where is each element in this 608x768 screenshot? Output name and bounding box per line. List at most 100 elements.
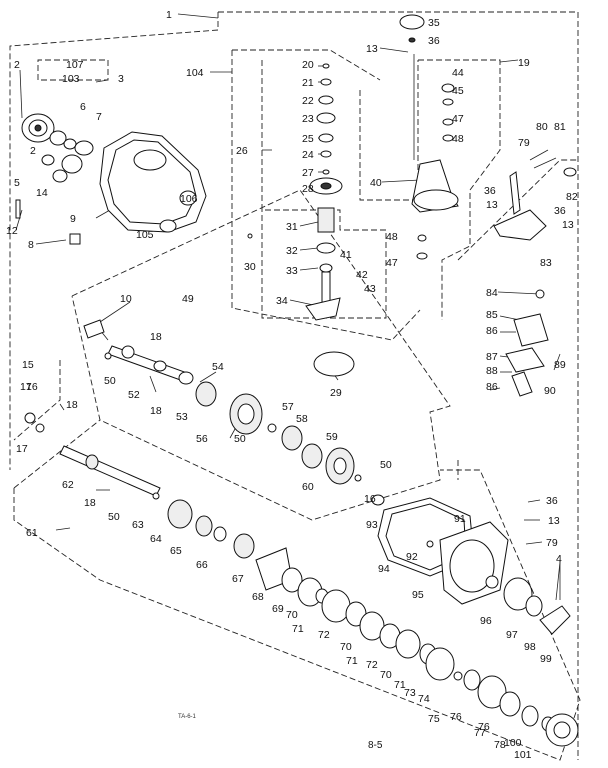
callout-76a: 76 [450, 711, 462, 723]
callout-65: 65 [170, 545, 182, 557]
callout-52: 52 [128, 389, 140, 401]
callout-44: 44 [452, 67, 464, 79]
callout-43: 43 [364, 283, 376, 295]
callout-83: 83 [540, 257, 552, 269]
callout-63: 63 [132, 519, 144, 531]
callout-13c: 13 [562, 219, 574, 231]
callout-71a: 71 [292, 623, 304, 635]
leader-lines [15, 13, 561, 601]
callout-32: 32 [286, 245, 298, 257]
linkage-assembly [493, 149, 577, 397]
callout-72a: 72 [318, 629, 330, 641]
callout-18b: 18 [150, 405, 162, 417]
shift-tower [399, 14, 459, 260]
callout-89: 89 [554, 359, 566, 371]
callout-36d: 36 [546, 495, 558, 507]
callout-74: 74 [418, 693, 430, 705]
callout-28: 28 [302, 183, 314, 195]
callout-8: 8 [28, 239, 34, 251]
callout-75: 75 [428, 713, 440, 725]
transmission-housing [99, 131, 207, 233]
callout-66: 66 [196, 559, 208, 571]
callout-26: 26 [236, 145, 248, 157]
callout-97: 97 [506, 629, 518, 641]
callout-70a: 70 [286, 609, 298, 621]
drawing-code: TA-6-1 [178, 714, 197, 720]
callout-62: 62 [62, 479, 74, 491]
callout-27: 27 [302, 167, 314, 179]
callout-16a: 16 [26, 381, 38, 393]
callout-42: 42 [356, 269, 368, 281]
callout-76b: 76 [478, 721, 490, 733]
callout-49: 49 [182, 293, 194, 305]
callout-88: 88 [486, 365, 498, 377]
callout-106: 106 [180, 193, 198, 205]
callout-30: 30 [244, 261, 256, 273]
callout-17a: 17 [20, 381, 32, 393]
callout-72b: 72 [366, 659, 378, 671]
callout-31: 31 [286, 221, 298, 233]
callout-36a: 36 [428, 35, 440, 47]
callout-45: 45 [452, 85, 464, 97]
callout-105: 105 [136, 229, 154, 241]
callout-48b: 48 [386, 231, 398, 243]
callout-48a: 48 [452, 133, 464, 145]
callout-6: 6 [80, 101, 86, 113]
callout-5: 5 [14, 177, 20, 189]
callout-87: 87 [486, 351, 498, 363]
callout-84: 84 [486, 287, 498, 299]
callout-67: 67 [232, 573, 244, 585]
callout-100: 100 [504, 737, 522, 749]
callout-22: 22 [302, 95, 314, 107]
callout-103: 103 [62, 73, 80, 85]
callout-70b: 70 [340, 641, 352, 653]
group-outlines [9, 11, 581, 761]
callout-14: 14 [36, 187, 48, 199]
callout-73: 73 [404, 687, 416, 699]
callout-95: 95 [412, 589, 424, 601]
callout-2: 2 [14, 59, 20, 71]
main-shaft-assembly [24, 412, 579, 747]
callout-34: 34 [276, 295, 288, 307]
callout-68: 68 [252, 591, 264, 603]
callout-36c: 36 [554, 205, 566, 217]
callout-79b: 79 [546, 537, 558, 549]
callout-77: 77 [474, 727, 486, 739]
callout-104: 104 [186, 67, 204, 79]
callout-86b: 86 [486, 381, 498, 393]
callout-86a: 86 [486, 325, 498, 337]
callout-18d: 18 [84, 497, 96, 509]
callout-107: 107 [66, 59, 84, 71]
callout-labels: 1 2 107 103 3 6 7 2 5 14 9 12 8 104 106 … [6, 9, 578, 761]
callout-18c: 18 [66, 399, 78, 411]
callout-94: 94 [378, 563, 390, 575]
callout-85: 85 [486, 309, 498, 321]
pulley-assembly [15, 113, 94, 245]
callout-41: 41 [340, 249, 352, 261]
callout-12: 12 [6, 225, 18, 237]
callout-18a: 18 [150, 331, 162, 343]
callout-53: 53 [176, 411, 188, 423]
callout-92: 92 [406, 551, 418, 563]
callout-33: 33 [286, 265, 298, 277]
callout-101: 101 [514, 749, 532, 761]
callout-61: 61 [26, 527, 38, 539]
callout-58: 58 [296, 413, 308, 425]
callout-71b: 71 [346, 655, 358, 667]
callout-17b: 17 [16, 443, 28, 455]
callout-47a: 47 [452, 113, 464, 125]
callout-50b: 50 [234, 433, 246, 445]
callout-1: 1 [166, 9, 172, 21]
callout-91: 91 [454, 513, 466, 525]
callout-16b: 16 [364, 493, 376, 505]
callout-96: 96 [480, 615, 492, 627]
callout-81: 81 [554, 121, 566, 133]
callout-36b: 36 [484, 185, 496, 197]
callout-13d: 13 [548, 515, 560, 527]
callout-70c: 70 [380, 669, 392, 681]
callout-9: 9 [70, 213, 76, 225]
callout-35: 35 [428, 17, 440, 29]
callout-60: 60 [302, 481, 314, 493]
callout-21: 21 [302, 77, 314, 89]
callout-29: 29 [330, 387, 342, 399]
